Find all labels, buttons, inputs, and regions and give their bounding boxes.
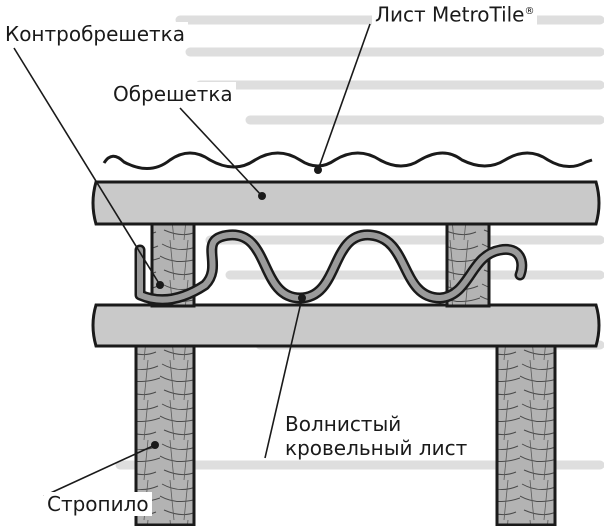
rafter-right xyxy=(495,343,557,526)
leader-wavy-sheet xyxy=(264,297,303,459)
label-rafter: Стропило xyxy=(44,492,152,516)
lower-board xyxy=(91,303,601,348)
leader-dots xyxy=(151,166,322,449)
metrotile-sheet xyxy=(102,151,593,170)
leader-counter-batten xyxy=(13,47,161,286)
label-wavy-sheet-line1: Волнистый xyxy=(285,412,402,436)
leader-rafter xyxy=(43,444,156,497)
leader-batten xyxy=(179,107,263,197)
leader-lines xyxy=(13,23,371,497)
label-wavy-sheet: Волнистый кровельный лист xyxy=(282,412,471,460)
label-wavy-sheet-line2: кровельный лист xyxy=(285,436,468,460)
label-batten: Обрешетка xyxy=(110,82,236,106)
leader-metrotile xyxy=(317,23,371,171)
label-counter-batten: Контробрешетка xyxy=(2,22,189,46)
registered-mark: ® xyxy=(524,6,535,17)
upper-board xyxy=(91,180,601,226)
label-metrotile-sheet: Лист MetroTile® xyxy=(372,0,538,27)
